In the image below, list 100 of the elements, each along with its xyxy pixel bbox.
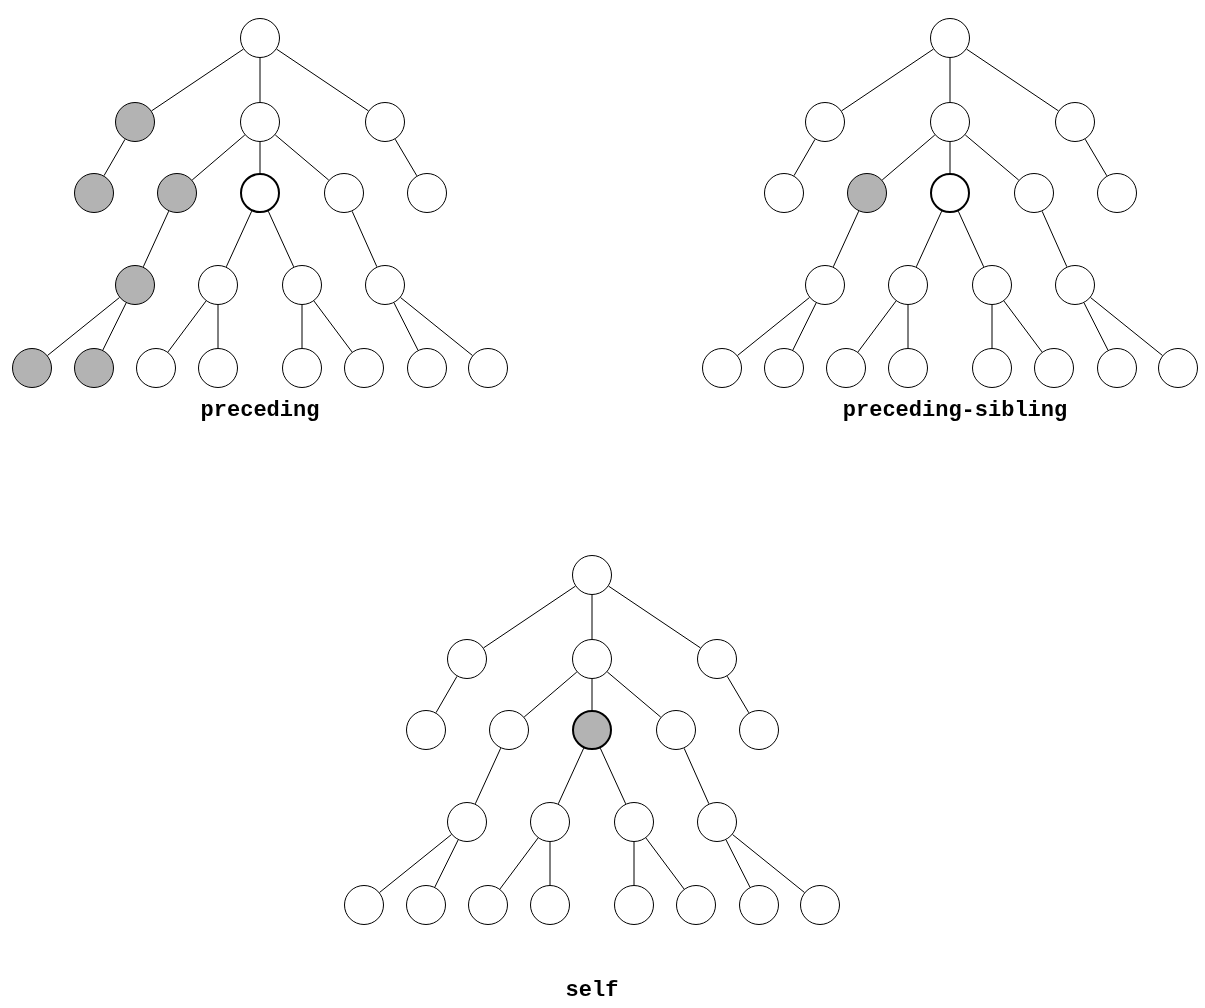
tree-edge [857, 300, 897, 353]
highlighted-tree-node [74, 173, 114, 213]
tree-edge [225, 210, 253, 268]
tree-edge [549, 841, 551, 886]
tree-node [136, 348, 176, 388]
tree-node [282, 348, 322, 388]
tree-node [447, 802, 487, 842]
axis-caption: self [565, 977, 619, 1003]
tree-edge [167, 300, 207, 353]
tree-edge [1084, 138, 1108, 177]
tree-node [972, 265, 1012, 305]
tree-edge [966, 48, 1059, 112]
tree-edge [725, 839, 751, 888]
tree-node [344, 885, 384, 925]
tree-edge [103, 138, 126, 177]
tree-edge [142, 210, 170, 268]
tree-edge [483, 585, 576, 649]
tree-node [344, 348, 384, 388]
tree-edge [267, 210, 295, 268]
highlighted-tree-node [847, 173, 887, 213]
tree-edge [793, 138, 816, 177]
tree-edge [599, 747, 627, 805]
highlighted-tree-node [115, 265, 155, 305]
tree-node [198, 265, 238, 305]
tree-node [365, 102, 405, 142]
tree-node [447, 639, 487, 679]
tree-edge [683, 747, 710, 805]
tree-node [468, 348, 508, 388]
tree-node [676, 885, 716, 925]
tree-node [826, 348, 866, 388]
tree-edge [964, 134, 1020, 181]
tree-edge [351, 210, 378, 268]
tree-edge [737, 297, 810, 356]
tree-node [888, 348, 928, 388]
tree-edge [991, 304, 993, 349]
tree-edge [379, 834, 452, 893]
tree-edge [591, 594, 593, 640]
tree-edge [435, 675, 458, 714]
tree-node [1158, 348, 1198, 388]
tree-node [614, 802, 654, 842]
tree-node [324, 173, 364, 213]
tree-node [764, 173, 804, 213]
tree-edge [1090, 297, 1163, 356]
tree-node [240, 102, 280, 142]
tree-edge [557, 747, 585, 805]
tree-node [198, 348, 238, 388]
tree-edge [1083, 302, 1109, 351]
tree-edge [102, 302, 127, 351]
tree-edge [957, 210, 985, 268]
tree-node [1055, 102, 1095, 142]
tree-node [1014, 173, 1054, 213]
tree-node [530, 802, 570, 842]
tree-node [805, 102, 845, 142]
tree-edge [907, 304, 909, 349]
tree-edge [881, 134, 936, 181]
tree-edge [792, 302, 817, 351]
highlighted-tree-node [74, 348, 114, 388]
tree-node [614, 885, 654, 925]
tree-edge [259, 141, 261, 174]
highlighted-tree-node [115, 102, 155, 142]
tree-edge [832, 210, 860, 268]
tree-node [764, 348, 804, 388]
highlighted-tree-node [572, 710, 612, 750]
highlighted-tree-node [12, 348, 52, 388]
tree-edge [732, 834, 805, 893]
tree-edge [949, 141, 951, 174]
tree-edge [394, 138, 418, 177]
tree-edge [191, 134, 246, 181]
tree-node [407, 173, 447, 213]
axis-caption: preceding [200, 397, 320, 423]
tree-node [240, 18, 280, 58]
tree-edge [217, 304, 219, 349]
tree-edge [393, 302, 419, 351]
tree-edge [1041, 210, 1068, 268]
tree-edge [645, 837, 685, 890]
tree-edge [608, 585, 701, 649]
tree-edge [276, 48, 369, 112]
tree-node [930, 102, 970, 142]
tree-node [572, 555, 612, 595]
tree-edge [499, 837, 539, 890]
tree-node [800, 885, 840, 925]
tree-edge [47, 297, 120, 356]
tree-node [282, 265, 322, 305]
tree-edge [474, 747, 502, 805]
tree-edge [274, 134, 330, 181]
tree-node [888, 265, 928, 305]
tree-edge [949, 57, 951, 103]
tree-node [530, 885, 570, 925]
tree-node [739, 885, 779, 925]
tree-edge [726, 675, 750, 714]
tree-node [930, 18, 970, 58]
tree-node [702, 348, 742, 388]
tree-edge [915, 210, 943, 268]
highlighted-tree-node [157, 173, 197, 213]
tree-node [805, 265, 845, 305]
tree-edge [523, 671, 578, 718]
tree-node [697, 802, 737, 842]
tree-node [739, 710, 779, 750]
tree-edge [1003, 300, 1043, 353]
tree-node [1097, 173, 1137, 213]
